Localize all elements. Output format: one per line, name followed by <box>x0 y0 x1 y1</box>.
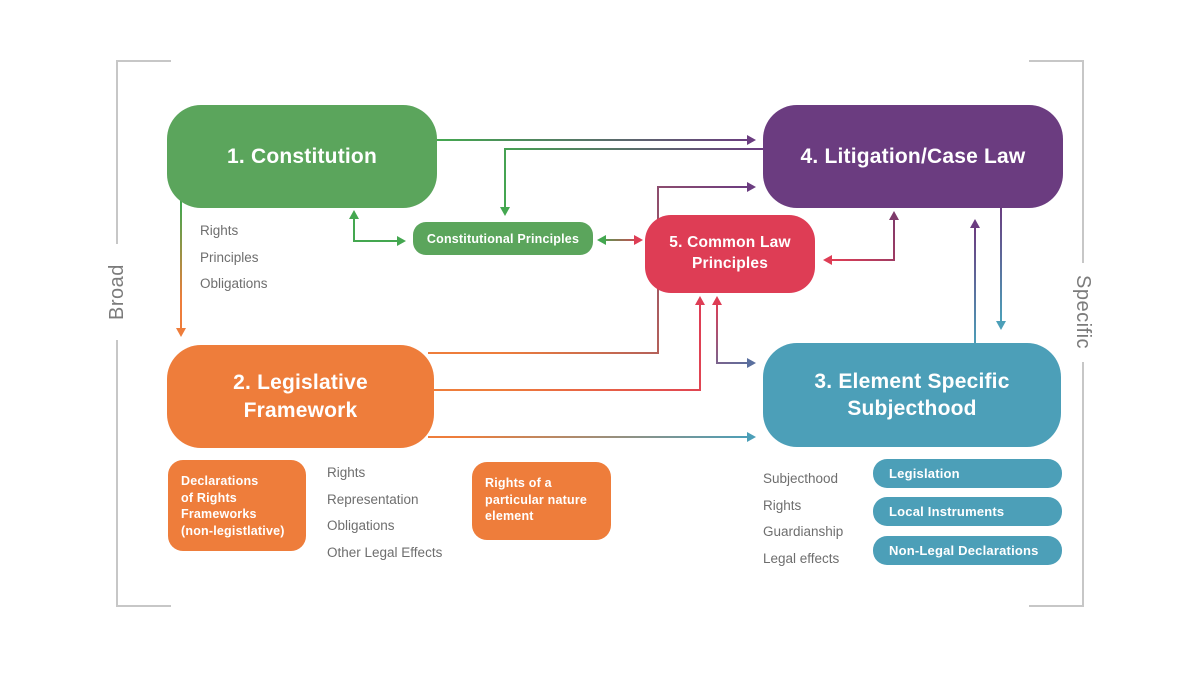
box-common-law-principles: 5. Common Law Principles <box>645 215 815 293</box>
box-constitutional-principles: Constitutional Principles <box>413 222 593 255</box>
arrow-constitution-to-litigation <box>430 135 756 145</box>
bracket-right <box>1029 60 1084 607</box>
pill-non-legal-declarations: Non-Legal Declarations <box>873 536 1062 565</box>
arrow-litigation-to-constitutional-principles <box>500 148 770 216</box>
side-label-specific: Specific <box>1072 274 1094 350</box>
note-item: Obligations <box>327 518 395 534</box>
box-declarations-of-rights: Declarations of Rights Frameworks (non-l… <box>168 460 306 551</box>
side-label-broad: Broad <box>106 264 128 320</box>
arrow-legislative-to-common-law <box>428 296 705 391</box>
bracket-left <box>116 60 171 607</box>
arrow-litigation-to-element <box>996 202 1006 330</box>
note-item: Legal effects <box>763 551 840 567</box>
pill-local-instruments: Local Instruments <box>873 497 1062 526</box>
note-item: Rights <box>200 223 239 238</box>
arrow-common-law-litigation <box>823 211 899 265</box>
note-item: Other Legal Effects <box>327 545 443 561</box>
box-constitution: 1. Constitution <box>167 105 437 208</box>
arrow-common-law-element <box>712 296 756 368</box>
box-legislative-framework: 2. Legislative Framework <box>167 345 434 448</box>
arrow-legislative-to-element <box>428 432 756 442</box>
note-item: Subjecthood <box>763 471 839 486</box>
note-item: Rights <box>763 497 802 513</box>
note-item: Guardianship <box>763 524 844 540</box>
notes-constitution: Rights Principles Obligations <box>200 218 268 298</box>
notes-legislative: Rights Representation Obligations Other … <box>327 460 442 567</box>
note-item: Obligations <box>200 276 268 292</box>
notes-element: Subjecthood Rights Guardianship Legal ef… <box>763 466 843 573</box>
arrow-constitution-to-legislative <box>176 200 186 337</box>
pill-legislation: Legislation <box>873 459 1062 488</box>
box-rights-particular-nature: Rights of a particular nature element <box>472 462 611 540</box>
arrow-constitutional-principles-common-law <box>597 235 643 245</box>
box-element-specific-subjecthood: 3. Element Specific Subjecthood <box>763 343 1061 447</box>
arrow-constitution-constitutional-principles <box>349 210 406 246</box>
note-item: Representation <box>327 491 419 507</box>
box-litigation-case-law: 4. Litigation/Case Law <box>763 105 1063 208</box>
note-item: Principles <box>200 249 259 265</box>
note-item: Rights <box>327 465 366 480</box>
arrow-element-to-litigation <box>970 219 980 348</box>
